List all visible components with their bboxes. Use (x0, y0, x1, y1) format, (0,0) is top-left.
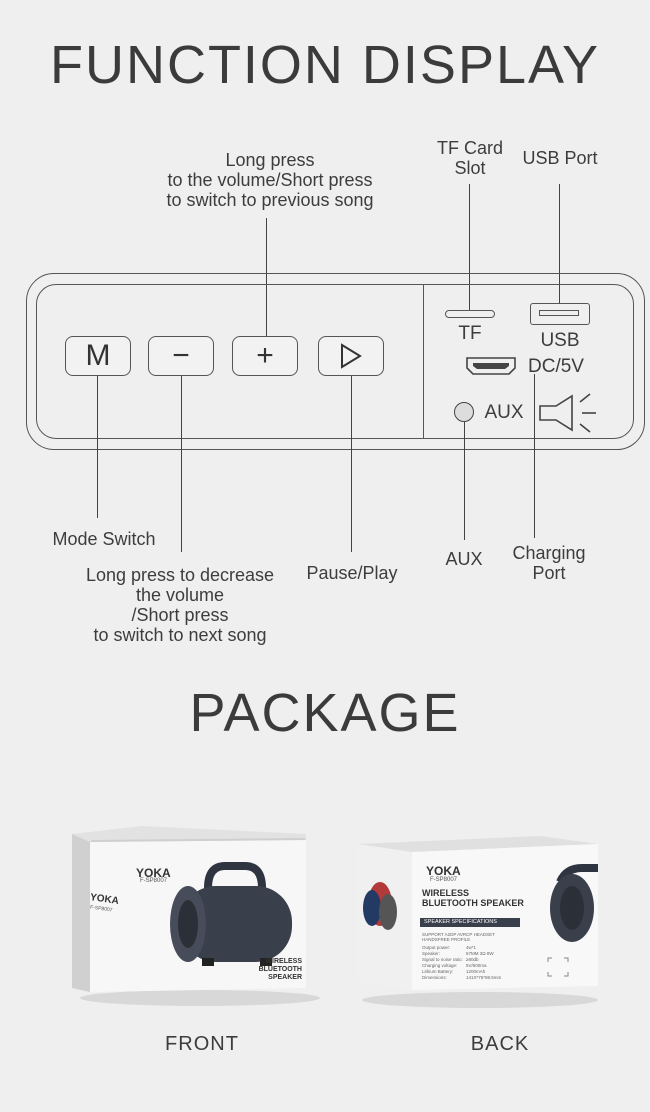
back-support: SUPPORT A2DP AVRCP HEADSET HANDSFREE PRO… (422, 932, 495, 942)
spec-value: 1200mAh (466, 969, 486, 974)
charging-annotation-line: Charging (512, 543, 586, 563)
spec-row: Speaker: 57MM 3Ω 8W (422, 951, 501, 957)
back-box-shape (358, 836, 598, 1008)
pause-annotation: Pause/Play (306, 563, 398, 583)
usb-port-annotation: USB Port (522, 148, 598, 168)
spec-value: 5V/500ma (466, 963, 487, 968)
plus-leader-line (266, 218, 268, 336)
back-model: F-SP8007 (430, 877, 458, 883)
spec-row: Lithium Battery: 1200mAh (422, 969, 501, 975)
front-caption: FRONT (165, 1033, 239, 1055)
front-box: YOKA F-SP8007 YOKA F-SP8007 WIRELESS BLU… (60, 820, 320, 1010)
play-icon (341, 343, 362, 369)
tf-card-annotation-line: TF Card (436, 138, 503, 158)
front-box-title: WIRELESS BLUETOOTH SPEAKER (240, 958, 302, 982)
back-brand: YOKA (426, 864, 461, 878)
front-box-title-line: BLUETOOTH SPEAKER (258, 966, 302, 981)
spec-row: Signal to noise ratio:≥80db (422, 957, 501, 963)
spec-row: Dimensions: 141X*75*98.5mm (422, 975, 501, 981)
plus-button[interactable]: + (232, 336, 298, 376)
charging-annotation-line: Port (532, 563, 566, 583)
front-box-title-line: WIRELESS (265, 958, 302, 965)
usb-leader-line (559, 184, 561, 304)
control-panel-inner (36, 284, 634, 439)
minus-annotation: Long press to decrease the volume /Short… (60, 565, 300, 645)
spec-value: ≥80db (466, 957, 479, 962)
back-spec-table: Output power: 4w*1 Speaker: 57MM 3Ω 8W Sig… (422, 945, 501, 981)
front-model: F-SP8007 (140, 878, 168, 884)
back-box-title-line: BLUETOOTH SPEAKER (422, 898, 524, 908)
spec-value: 4w*1 (466, 945, 477, 950)
usb-label: USB (540, 330, 580, 351)
tf-leader-line (469, 184, 471, 310)
mode-button[interactable]: M (65, 336, 131, 376)
plus-button-glyph: + (256, 339, 274, 372)
back-box-title: WIRELESS BLUETOOTH SPEAKER (422, 888, 524, 908)
spec-value: 141X*75*98.5mm (466, 975, 502, 980)
spec-key: Output power: (422, 945, 451, 950)
function-display-title: FUNCTION DISPLAY (49, 35, 601, 95)
tf-label: TF (458, 323, 482, 344)
spec-key: Lithium Battery: (422, 969, 454, 974)
back-caption: BACK (470, 1033, 530, 1055)
aux-panel-label: AUX (484, 402, 524, 423)
minus-annotation-line: /Short press (131, 605, 229, 625)
back-box-title-line: WIRELESS (422, 888, 470, 898)
plus-annotation: Long press to the volume/Short press to … (140, 150, 400, 210)
spec-row: Output power: 4w*1 (422, 945, 501, 951)
spec-key: Dimensions: (422, 975, 447, 980)
control-panel-outer (26, 273, 645, 450)
aux-jack-icon (454, 402, 474, 422)
minus-button[interactable]: − (148, 336, 214, 376)
tf-slot-icon (445, 310, 495, 318)
back-spec-header: SPEAKER SPECIFICATIONS (424, 919, 497, 925)
play-button[interactable] (318, 336, 384, 376)
aux-annotation: AUX (445, 549, 483, 569)
speaker-icon (539, 393, 596, 433)
minus-annotation-line: to switch to next song (93, 625, 267, 645)
spec-key: Charging voltage: (422, 963, 458, 968)
tf-card-annotation: TF Card Slot (420, 138, 520, 178)
minus-leader-line (181, 376, 183, 552)
minus-annotation-line: Long press to decrease (85, 565, 275, 585)
spec-row: Charging voltage: 5V/500ma (422, 963, 501, 969)
spec-key: Speaker: (422, 951, 441, 956)
tf-card-annotation-line: Slot (454, 158, 486, 178)
front-box-shape (72, 826, 320, 1006)
package-title: PACKAGE (189, 683, 461, 743)
back-box: YOKA F-SP8007 WIRELESS BLUETOOTH SPEAKER… (350, 822, 610, 1012)
charging-annotation: Charging Port (494, 543, 604, 583)
spec-key: Signal to noise ratio: (422, 957, 463, 962)
charging-leader-line (534, 374, 536, 538)
aux-leader-line (464, 422, 466, 540)
front-brand: YOKA (136, 866, 171, 880)
mode-leader-line (97, 376, 99, 518)
plus-annotation-line: Long press (225, 150, 315, 170)
mode-annotation: Mode Switch (52, 529, 156, 549)
usb-port-icon (530, 303, 590, 325)
pause-leader-line (351, 376, 353, 552)
control-panel-divider (423, 284, 425, 439)
dc-label: DC/5V (528, 356, 584, 377)
minus-button-glyph: − (172, 339, 190, 372)
minus-annotation-line: the volume (135, 585, 225, 605)
spec-value: 57MM 3Ω 8W (466, 951, 494, 956)
mode-button-glyph: M (85, 339, 111, 372)
plus-annotation-line: to switch to previous song (166, 190, 374, 210)
dc-port-icon (466, 357, 516, 375)
plus-annotation-line: to the volume/Short press (167, 170, 373, 190)
